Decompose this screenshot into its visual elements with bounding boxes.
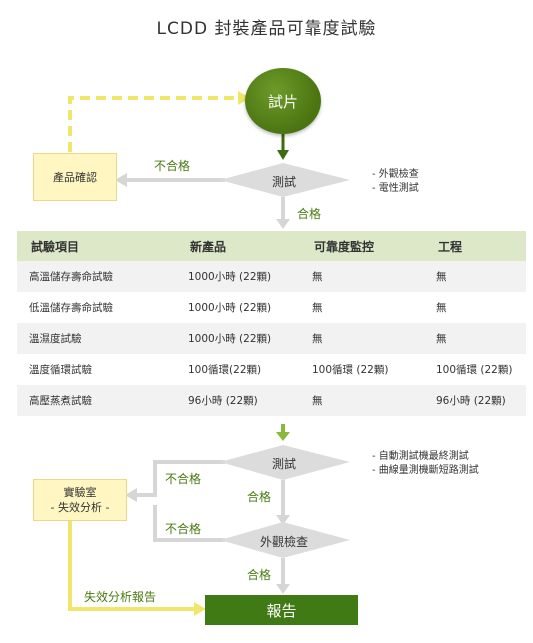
table-cell: 無 [424, 323, 526, 354]
pass-label-1: 合格 [297, 207, 322, 221]
table-cell: 100循環 (22顆) [424, 354, 526, 385]
table-cell: 1000小時 (22顆) [176, 261, 300, 292]
test1-diamond [220, 163, 350, 197]
table-cell: 無 [424, 292, 526, 323]
table-cell: 100循環(22顆) [176, 354, 300, 385]
note-item: - 曲線量測機斷短路測試 [372, 465, 479, 476]
table-cell: 高壓蒸煮試驗 [17, 385, 176, 416]
note-item: - 電性測試 [372, 183, 419, 194]
table-cell: 無 [300, 323, 424, 354]
fail-label-1: 不合格 [154, 159, 191, 173]
fail-label-2: 不合格 [165, 472, 202, 486]
test2-diamond [220, 445, 350, 480]
note-item: - 外觀檢查 [372, 169, 419, 180]
header-engineering: 工程 [424, 231, 526, 261]
table-row: 溫度循環試驗 100循環(22顆) 100循環 (22顆) 100循環 (22顆… [17, 354, 526, 385]
table-cell: 96小時 (22顆) [176, 385, 300, 416]
inspection-label: 外觀檢查 [259, 535, 308, 549]
table-cell: 96小時 (22顆) [424, 385, 526, 416]
table-cell: 無 [300, 261, 424, 292]
pass-label-3: 合格 [247, 568, 272, 582]
lab-failure-analysis-box: 實驗室 - 失效分析 - [33, 479, 127, 521]
table-cell: 溫濕度試驗 [17, 323, 176, 354]
table-cell: 100循環 (22顆) [300, 354, 424, 385]
test2-fail-arrow [135, 460, 225, 497]
table-row: 低溫儲存壽命試驗 1000小時 (22顆) 無 無 [17, 292, 526, 323]
table-header-row: 試驗項目 新產品 可靠度監控 工程 [17, 231, 526, 261]
report-node: 報告 [205, 595, 358, 625]
header-new-product: 新產品 [176, 231, 300, 261]
pass-label-2: 合格 [247, 490, 272, 504]
test1-label: 測試 [271, 175, 296, 189]
table-cell: 無 [300, 292, 424, 323]
table-row: 高壓蒸煮試驗 96小時 (22顆) 無 96小時 (22顆) [17, 385, 526, 416]
table-cell: 1000小時 (22顆) [176, 323, 300, 354]
failure-report-arrow [68, 518, 196, 611]
fail-label-3: 不合格 [165, 522, 202, 536]
test2-label: 測試 [271, 457, 296, 471]
table-cell: 高溫儲存壽命試驗 [17, 261, 176, 292]
table-cell: 無 [424, 261, 526, 292]
start-node: 試片 [245, 68, 321, 134]
table-row: 高溫儲存壽命試驗 1000小時 (22顆) 無 無 [17, 261, 526, 292]
table-cell: 1000小時 (22顆) [176, 292, 300, 323]
table-cell: 無 [300, 385, 424, 416]
test2-notes: - 自動測試機最終測試 - 曲線量測機斷短路測試 [372, 450, 479, 478]
table-row: 溫濕度試驗 1000小時 (22顆) 無 無 [17, 323, 526, 354]
lab-title: 實驗室 [63, 486, 97, 499]
table-cell: 溫度循環試驗 [17, 354, 176, 385]
header-reliability-monitor: 可靠度監控 [300, 231, 424, 261]
test1-notes: - 外觀檢查 - 電性測試 [372, 168, 419, 196]
page-title: LCDD 封裝產品可靠度試驗 [156, 19, 377, 39]
inspection-diamond [220, 522, 350, 558]
failure-report-label: 失效分析報告 [84, 590, 157, 604]
retry-arrow-head [238, 91, 250, 105]
inspection-fail-arrow [153, 505, 225, 542]
retry-dashed-arrow [68, 96, 238, 152]
header-test-item: 試驗項目 [17, 231, 176, 261]
product-confirm-box: 產品確認 [33, 153, 117, 201]
note-item: - 自動測試機最終測試 [372, 451, 469, 462]
reliability-test-table: 試驗項目 新產品 可靠度監控 工程 高溫儲存壽命試驗 1000小時 (22顆) … [17, 231, 526, 416]
table-cell: 低溫儲存壽命試驗 [17, 292, 176, 323]
lab-subtitle: - 失效分析 - [50, 501, 110, 514]
